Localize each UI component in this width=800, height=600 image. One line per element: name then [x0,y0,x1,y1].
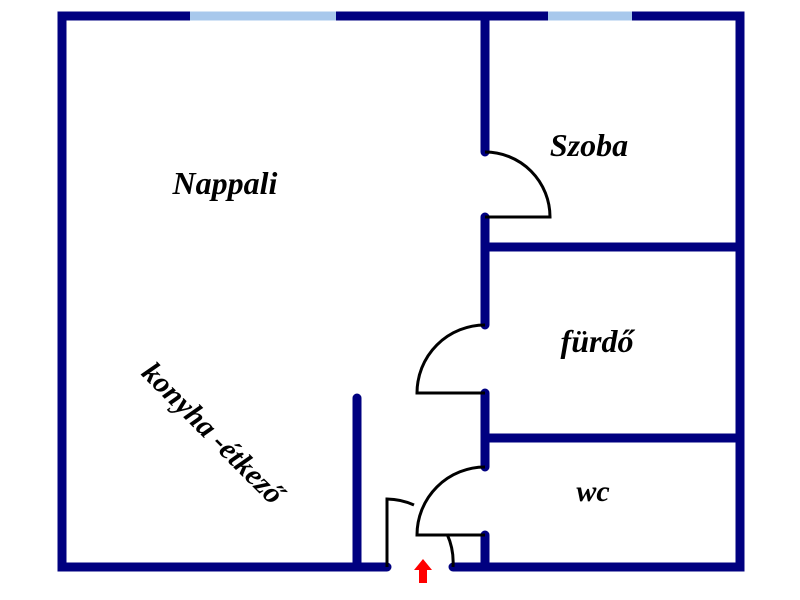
outer-wall [57,11,745,572]
room-label-nappali: Nappali [172,165,278,201]
room-label-furdo: fürdő [561,323,636,359]
door-entrance [385,497,455,568]
door-wc [415,465,486,537]
door-szoba [484,150,552,219]
entrance-arrow-icon [414,559,432,583]
room-label-wc: wc [576,475,609,508]
room-label-szoba: Szoba [550,127,628,163]
walls [57,11,745,572]
door-furdo [415,323,486,395]
doors [385,150,552,568]
room-label-konyha: konyha -étkező [135,356,291,512]
